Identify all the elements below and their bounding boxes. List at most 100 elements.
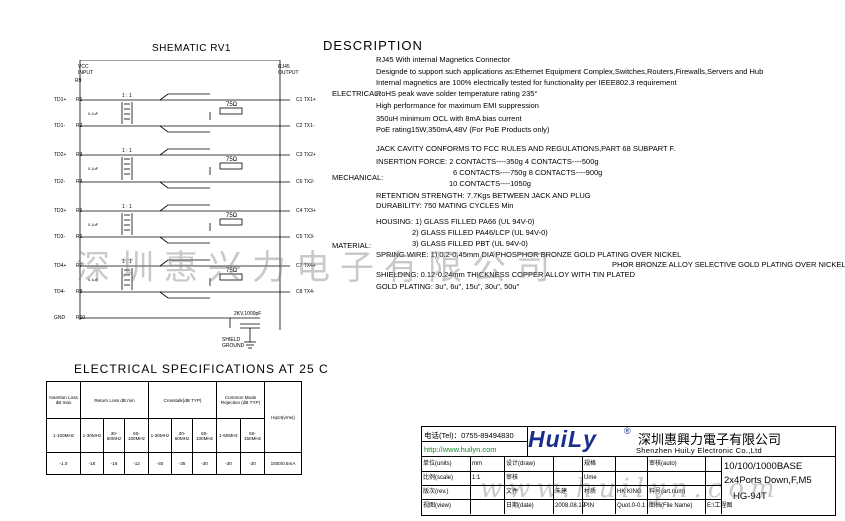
product-line-1: 10/100/1000BASE: [724, 461, 803, 472]
title-block-rule: [582, 456, 583, 514]
schematic-title: SHEMATIC RV1: [152, 43, 231, 54]
description-line: SPRING WIRE: 1) 0.2-0.45mm DIA PHOSPHOR …: [376, 250, 682, 259]
right-pin-label: C7 TX4+: [296, 263, 316, 269]
hdr-crosstalk: Crosstalk(dB TYP): [148, 381, 217, 419]
electrical-spec-title: ELECTRICAL SPECIFICATIONS AT 25 C: [74, 362, 329, 376]
freq-cell: 60- 100MHz: [192, 418, 217, 453]
description-line: 10 CONTACTS----1050g: [449, 179, 531, 188]
title-block-cell: 版次(rev.): [423, 489, 449, 495]
schematic-label: 1 : 1: [122, 93, 132, 99]
resistor-ref: R7: [76, 263, 83, 269]
freq-cell: 50-150MHz: [240, 418, 265, 453]
title-block-cell: 比例(scale): [423, 475, 454, 481]
left-pin-name: TD1+: [54, 97, 67, 103]
left-pin-name: TD4-: [54, 289, 66, 295]
company-name-en: Shenzhen HuiLy Electronic Co.,Ltd: [636, 446, 762, 455]
left-pin-name: TD3-: [54, 234, 66, 240]
description-line: JACK CAVITY CONFORMS TO FCC RULES AND RE…: [376, 144, 676, 153]
title-block-rule: [421, 471, 721, 472]
watermark-cn: 深圳惠兴力电子有限公司: [76, 248, 560, 288]
title-block-cell: 朱建: [555, 489, 568, 495]
title-block-cell: 规格: [584, 461, 597, 467]
title-block-rule: [470, 456, 471, 514]
schematic-label: 0.1uF: [88, 166, 99, 171]
description-line: 350uH minimum OCL with 8mA bias current: [376, 114, 522, 123]
electrical-label: ELECTRICAL:: [332, 89, 381, 98]
resistor-ref: R8: [76, 289, 83, 295]
mechanical-label: MECHANICAL:: [332, 173, 384, 182]
freq-cell: 60- 100MHz: [124, 418, 149, 453]
value-cell: -30: [216, 452, 241, 475]
title-block-rule: [504, 456, 505, 514]
value-cell: -20: [240, 452, 265, 475]
right-pin-label: C4 TX3+: [296, 208, 316, 214]
company-name-cn: 深圳惠興力電子有限公司: [638, 433, 782, 448]
description-line: PHOR BRONZE ALLOY SELECTIVE GOLD PLATING…: [612, 260, 845, 269]
description-line: PoE rating15W,350mA,48V (For PoE Product…: [376, 125, 550, 134]
left-pin-name: TD3+: [54, 208, 67, 214]
title-block-cell: 2008.08.12: [555, 503, 586, 509]
title-block-cell: 单位(units): [423, 461, 452, 467]
description-line: SHIELDING: 0.12-0.24mm THICKNESS COPPER …: [376, 270, 636, 279]
schematic-label: 1 : 1: [122, 204, 132, 210]
hdr-return-loss: Return Loss dB min: [80, 381, 149, 419]
capacitor-label: 2KV,1000pF: [234, 311, 262, 317]
vcc-input-label: VCC INPUT: [78, 64, 93, 76]
right-pin-label: C2 TX1-: [296, 123, 315, 129]
description-line: 2) GLASS FILLED PA46/LCP (UL 94V-0): [412, 228, 548, 237]
left-pin-name: TD2-: [54, 179, 66, 185]
title-block-rule: [705, 456, 706, 514]
right-pin-label: C3 TX2+: [296, 152, 316, 158]
schematic-label: 75Ω: [226, 102, 238, 108]
hdr-hipot: Hipot(vrms): [264, 381, 302, 453]
title-block-rule: [615, 456, 616, 514]
value-cell: -1.0: [46, 452, 81, 475]
description-line: High performance for maximum EMI suppres…: [376, 101, 539, 110]
title-block-cell: HK KING: [617, 489, 642, 495]
value-cell: -30: [192, 452, 217, 475]
resistor-ref: R3: [76, 152, 83, 158]
left-pin-name: TD1-: [54, 123, 66, 129]
description-line: DURABILITY: 750 MATING CYCLES Min: [376, 201, 514, 210]
value-cell: -40: [148, 452, 172, 475]
right-pin-label: C6 TX2-: [296, 179, 315, 185]
title-block-cell: mm: [472, 461, 482, 467]
url-link[interactable]: http://www.huilyn.com: [424, 445, 497, 454]
schematic-label: 0.1uF: [88, 111, 99, 116]
description-line: INSERTION FORCE: 2 CONTACTS----350g 4 CO…: [376, 157, 599, 166]
description-line: 6 CONTACTS----750g 8 CONTACTS----900g: [453, 168, 603, 177]
part-number: HG-94T: [733, 491, 767, 502]
left-pin-name: TD2+: [54, 152, 67, 158]
left-pin-name: GND: [54, 315, 66, 321]
title-block-cell: Ume: [584, 475, 597, 481]
registered-mark: ®: [624, 426, 631, 436]
description-line: 3) GLASS FILLED PBT (UL 94V-0): [412, 239, 528, 248]
freq-cell: 1-30MHz: [148, 418, 172, 453]
resistor-ref: R1: [76, 97, 83, 103]
tel-text: 电话(Tel)：0755-89494830: [424, 431, 514, 440]
title-block-rule: [647, 456, 648, 514]
title-block-cell: 视图(view): [423, 503, 451, 509]
description-line: GOLD PLATING: 3u", 6u", 15u", 30u", 50u": [376, 282, 520, 291]
product-line-2: 2x4Ports Down,F,M5: [724, 475, 812, 486]
title-block-cell: 日期(date): [506, 503, 534, 509]
title-block-rule: [421, 499, 721, 500]
value-cell: -12: [124, 452, 149, 475]
schematic-label: 0.1uF: [88, 277, 99, 282]
right-pin-label: C5 TX3-: [296, 234, 315, 240]
resistor-ref: R4: [76, 179, 83, 185]
rj45-output-label: RJ45 OUTPUT: [278, 64, 299, 76]
schematic-label: 75Ω: [226, 268, 238, 274]
shield-ground-label: SHIELD GROUND: [222, 337, 245, 349]
description-line: Designde to support such applications as…: [376, 67, 764, 76]
value-cell: -18: [80, 452, 104, 475]
resistor-ref: R10: [76, 315, 86, 321]
title-block-cell: 审核: [506, 475, 519, 481]
title-block-cell: 审核(auto): [649, 461, 677, 467]
title-block-cell: 图档(File Name): [649, 503, 693, 509]
left-pin-name: TD4+: [54, 263, 67, 269]
